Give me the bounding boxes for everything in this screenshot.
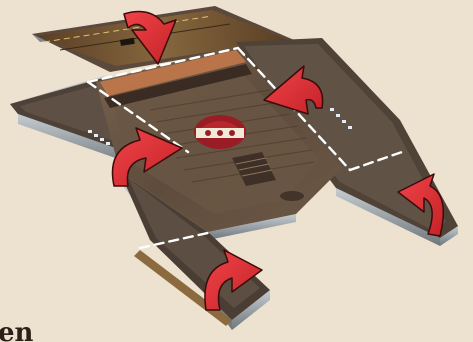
caption-text: en: [0, 318, 33, 342]
crest-emblem: [194, 115, 246, 149]
